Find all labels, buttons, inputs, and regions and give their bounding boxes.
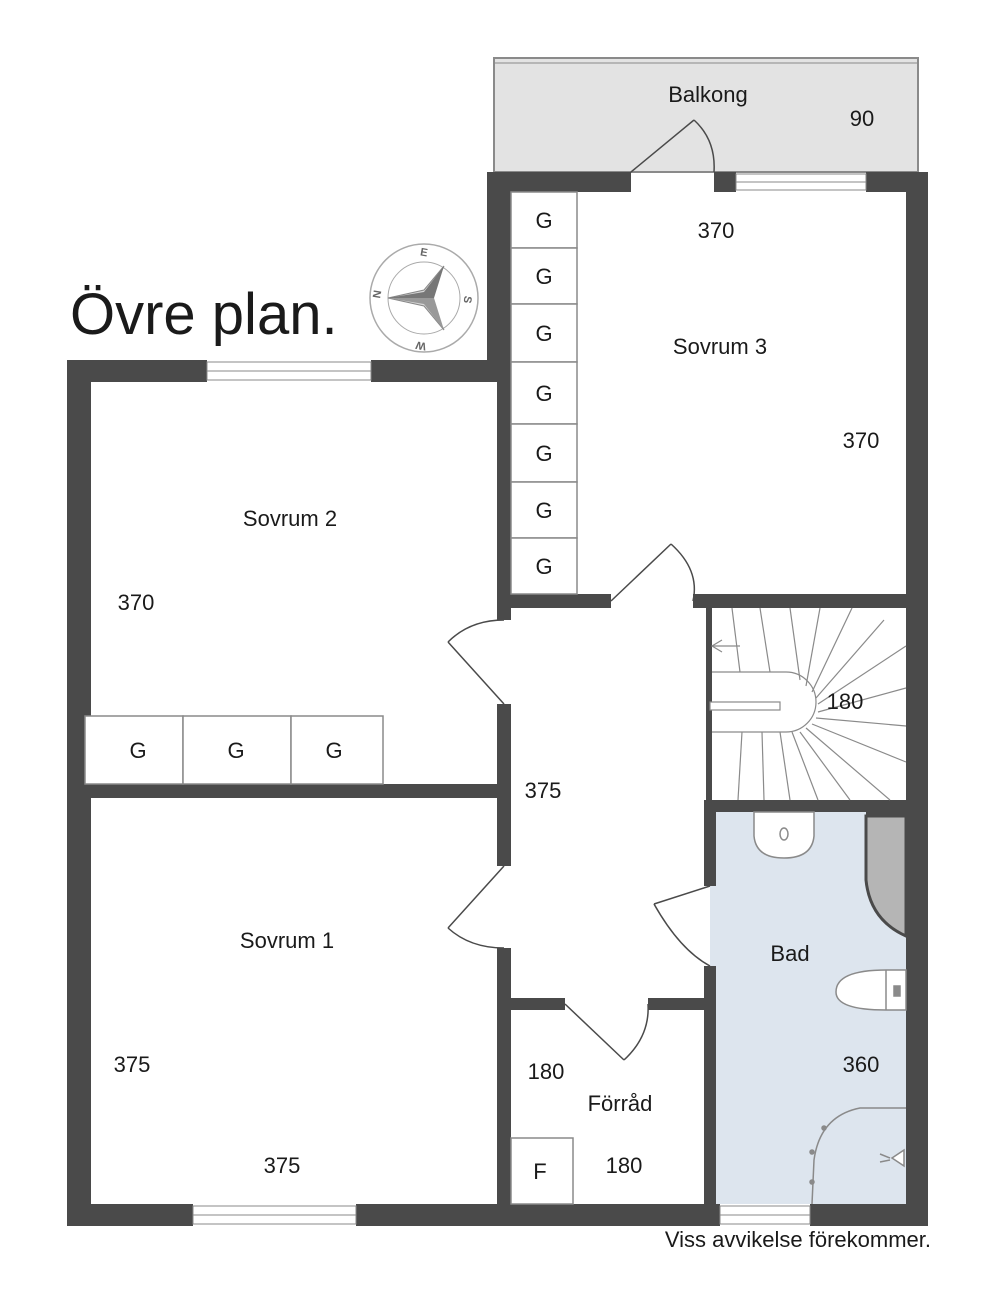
forrad-name: Förråd (588, 1091, 653, 1116)
wardrobe-column (510, 191, 578, 595)
compass-s: S (461, 295, 474, 304)
bad-dim: 360 (843, 1052, 880, 1077)
shower-curtain (811, 1107, 906, 1205)
wardrobe-label: G (535, 264, 552, 289)
sovrum3-name: Sovrum 3 (673, 334, 767, 359)
forrad-cabinet (510, 1137, 574, 1205)
compass-w: W (414, 338, 427, 352)
shower-head-icon (890, 1148, 905, 1168)
forrad-dim-top: 180 (528, 1059, 565, 1084)
sovrum1-dim-bottom: 375 (264, 1153, 301, 1178)
forrad-dim-bottom: 180 (606, 1153, 643, 1178)
sovrum3-dim-top: 370 (698, 218, 735, 243)
windows (192, 173, 867, 1225)
wardrobe-label: G (535, 381, 552, 406)
compass-icon: N E S W (369, 243, 479, 353)
compass-e: E (419, 246, 428, 259)
toilet-icon (835, 969, 907, 1011)
outer-walls (67, 172, 928, 1226)
wardrobe-label: G (535, 498, 552, 523)
wardrobe-label: G (535, 208, 552, 233)
balkong-name: Balkong (668, 82, 748, 107)
wardrobe-labels-column: G G G G G G G (535, 208, 552, 579)
sovrum2-name: Sovrum 2 (243, 506, 337, 531)
sovrum1-name: Sovrum 1 (240, 928, 334, 953)
wardrobe-labels-row: G G G (129, 738, 342, 763)
balkong-dim: 90 (850, 106, 874, 131)
footer-note: Viss avvikelse förekommer. (665, 1227, 931, 1252)
shower-wall (864, 814, 908, 939)
interior-walls (91, 382, 906, 1206)
wardrobe-label: G (535, 441, 552, 466)
sovrum3-dim-right: 370 (843, 428, 880, 453)
bad-name: Bad (770, 941, 809, 966)
wardrobe-label: G (535, 321, 552, 346)
wardrobe-label: G (129, 738, 146, 763)
wardrobe-label: G (535, 554, 552, 579)
wardrobe-row (84, 715, 384, 785)
staircase (709, 607, 907, 801)
sovrum2-dim: 370 (118, 590, 155, 615)
wardrobe-label: G (325, 738, 342, 763)
compass-n: N (371, 289, 384, 299)
bathroom-fixtures (753, 811, 908, 1205)
balcony-area (493, 57, 919, 173)
sovrum1-dim-left: 375 (114, 1052, 151, 1077)
stairs-dim: 180 (827, 689, 864, 714)
hall-dim: 375 (525, 778, 562, 803)
doors (447, 119, 715, 1061)
wardrobe-label: G (227, 738, 244, 763)
page-title: Övre plan. (70, 282, 338, 347)
forrad-cabinet-label: F (533, 1159, 546, 1184)
